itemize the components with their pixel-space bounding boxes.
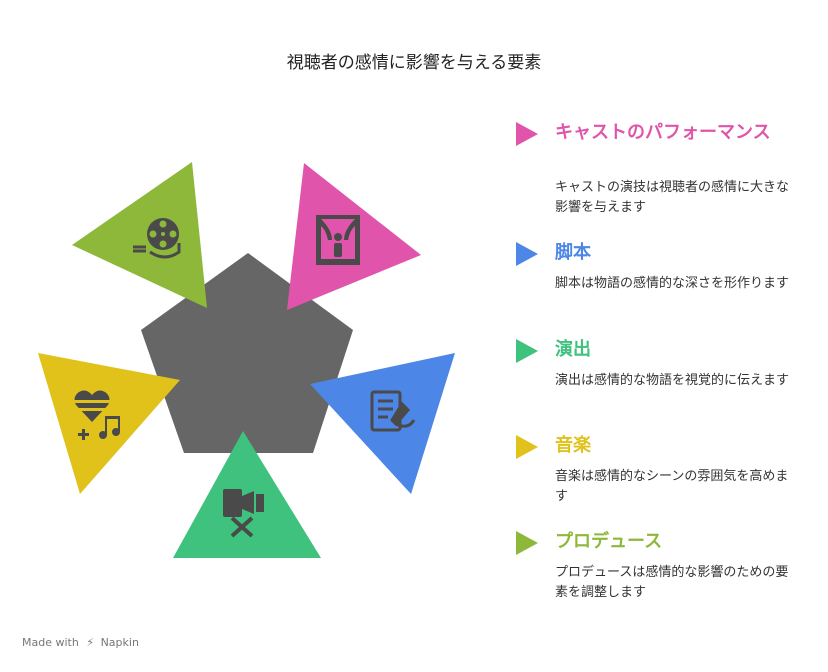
script-marker-icon bbox=[516, 242, 538, 266]
page-title: 視聴者の感情に影響を与える要素 bbox=[286, 53, 542, 73]
napkin-logo-icon: ⚡ bbox=[86, 636, 95, 649]
music-marker-icon bbox=[516, 435, 538, 459]
script-description: 脚本は物語の感情的な深さを形作ります bbox=[555, 276, 790, 291]
direction-marker-icon bbox=[516, 339, 538, 363]
script-writing-icon bbox=[370, 390, 416, 432]
script-triangle bbox=[310, 353, 455, 494]
theater-stage-icon bbox=[316, 215, 360, 265]
produce-marker-icon bbox=[516, 531, 538, 555]
cast-description: キャストの演技は視聴者の感情に大きな影響を与えます bbox=[555, 180, 790, 215]
cast-heading: キャストのパフォーマンス bbox=[555, 122, 771, 143]
camera-off-icon bbox=[223, 489, 264, 538]
film-reel-icon bbox=[133, 218, 181, 259]
produce-triangle bbox=[72, 162, 207, 308]
music-triangle bbox=[38, 353, 180, 494]
direction-description: 演出は感情的な物語を視覚的に伝えます bbox=[555, 373, 790, 388]
produce-heading: プロデュース bbox=[555, 531, 663, 552]
footer-brand: Napkin bbox=[100, 636, 139, 649]
cast-triangle bbox=[287, 163, 421, 310]
music-heading: 音楽 bbox=[555, 435, 591, 456]
script-heading: 脚本 bbox=[555, 242, 591, 263]
direction-heading: 演出 bbox=[555, 339, 591, 360]
heart-music-icon bbox=[74, 390, 120, 440]
music-description: 音楽は感情的なシーンの雰囲気を高めます bbox=[555, 469, 789, 504]
produce-description: プロデュースは感情的な影響のための要素を調整します bbox=[555, 565, 789, 600]
made-with-napkin-footer[interactable]: Made with ⚡ Napkin bbox=[22, 636, 139, 649]
footer-made-with: Made with bbox=[22, 636, 79, 649]
cast-marker-icon bbox=[516, 122, 538, 146]
